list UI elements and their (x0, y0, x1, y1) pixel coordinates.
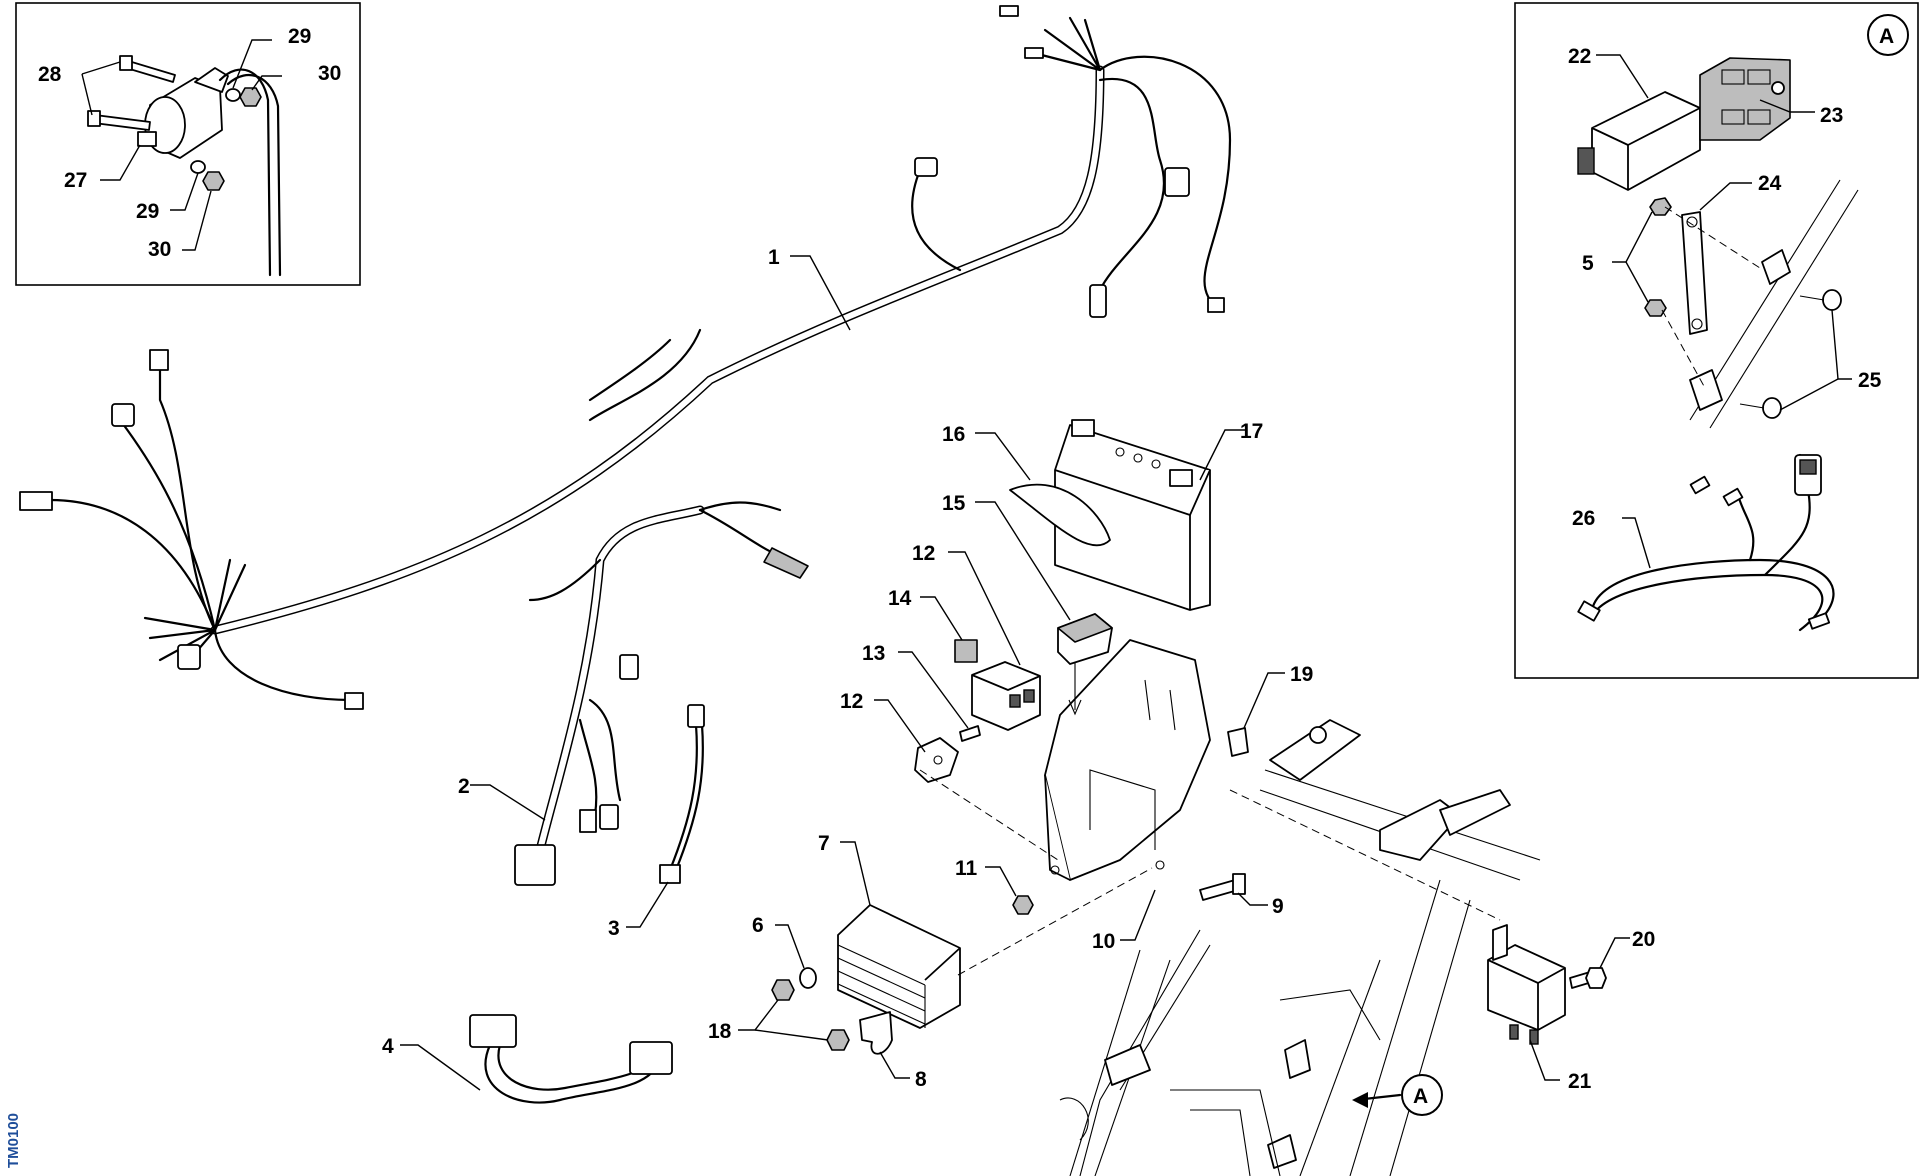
callout-28: 28 (38, 63, 62, 86)
callout-5: 5 (1582, 252, 1594, 275)
flasher-relay-21: 21 (1487, 924, 1592, 1093)
inset-frame-a (1514, 2, 1919, 679)
callout-13: 13 (862, 642, 885, 665)
callout-3: 3 (608, 917, 620, 940)
washer-6 (799, 967, 817, 989)
callout-12-upper: 12 (912, 542, 935, 565)
module-23 (1699, 57, 1791, 141)
callout-20: 20 (1632, 928, 1655, 951)
nut-18-lower (826, 1029, 850, 1051)
callout-4: 4 (382, 1035, 394, 1058)
clip-19: 19 (1227, 663, 1313, 757)
inset-a-marker-label: A (1879, 25, 1894, 48)
callout-18: 18 (708, 1020, 732, 1043)
callout-21: 21 (1568, 1070, 1592, 1093)
battery-strap-16: 16 (942, 423, 1111, 547)
callout-27: 27 (64, 169, 87, 192)
callout-7: 7 (818, 832, 830, 855)
battery-17: 17 (1054, 419, 1263, 611)
callout-2: 2 (458, 775, 470, 798)
inset-a-marker (1867, 14, 1909, 56)
callout-22: 22 (1568, 45, 1591, 68)
frame-a-marker-label: A (1413, 1085, 1428, 1108)
bolt-28-upper (119, 55, 176, 83)
callout-25: 25 (1858, 369, 1882, 392)
clamp-8: 8 (859, 1011, 927, 1091)
nut-5-lower (1644, 299, 1667, 317)
screw-25-upper (1799, 289, 1842, 311)
control-unit-22 (1577, 91, 1701, 191)
washer-29-lower (190, 160, 206, 174)
washer-29-upper (225, 88, 241, 102)
wiring-harness-26 (1577, 453, 1835, 632)
motorcycle-frame (1059, 719, 1541, 1176)
main-wiring-harness-1: 1 (19, 5, 1232, 710)
frame-detail-a-marker: A (1352, 1074, 1443, 1116)
relay-plate-12: 12 (840, 690, 1059, 861)
callout-24: 24 (1758, 172, 1782, 195)
nut-30-lower (202, 171, 225, 191)
voltage-regulator-7: 7 (818, 832, 1153, 1029)
callout-30-lower: 30 (148, 238, 171, 261)
callout-15: 15 (942, 492, 966, 515)
bolt-20: 20 (1569, 928, 1655, 989)
relay-12: 12 (912, 542, 1041, 731)
callout-17: 17 (1240, 420, 1263, 443)
nut-5-upper (1649, 197, 1672, 216)
nut-30-upper (239, 87, 262, 107)
callout-9: 9 (1272, 895, 1284, 918)
bolt-9: 9 (1199, 873, 1284, 918)
callout-30-upper: 30 (318, 62, 341, 85)
wiring-harness-2: 2 (458, 501, 809, 886)
inset-frame-top-left (15, 2, 361, 286)
callout-10: 10 (1092, 930, 1115, 953)
screw-13: 13 (862, 642, 981, 742)
callout-26: 26 (1572, 507, 1595, 530)
inset-ignition-coil: 28 29 30 27 29 30 (15, 2, 361, 286)
figure-code: TM0100 (5, 1113, 22, 1168)
bracket-24 (1681, 211, 1708, 335)
frame-tab-lower (1689, 369, 1723, 411)
wiring-harness-3: 3 (608, 704, 705, 940)
fuse-14: 14 (888, 587, 978, 663)
callout-16: 16 (942, 423, 965, 446)
screw-25-lower (1739, 397, 1782, 419)
battery-tray-10: 10 (1044, 639, 1211, 953)
callout-8: 8 (915, 1068, 927, 1091)
callout-1: 1 (768, 246, 780, 269)
callout-14: 14 (888, 587, 912, 610)
callout-11: 11 (955, 857, 978, 880)
callout-19: 19 (1290, 663, 1313, 686)
callout-29-lower: 29 (136, 200, 159, 223)
fuse-holder-15: 15 (942, 492, 1113, 665)
bolt-28-lower (87, 110, 151, 131)
callout-6: 6 (752, 914, 764, 937)
inset-detail-a: A (1514, 2, 1919, 679)
nut-11: 11 (955, 857, 1034, 915)
nut-18-upper (771, 979, 795, 1001)
wiring-harness-4: 4 (382, 1014, 673, 1104)
frame-tab-upper (1761, 249, 1791, 285)
callout-12-lower: 12 (840, 690, 863, 713)
callout-29-upper: 29 (288, 25, 311, 48)
callout-23: 23 (1820, 104, 1843, 127)
